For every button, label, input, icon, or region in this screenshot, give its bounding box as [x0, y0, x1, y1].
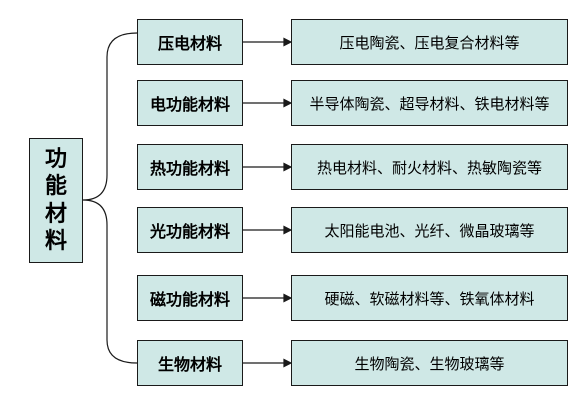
category-box-thermal: 热功能材料	[137, 144, 243, 190]
root-box: 功 能 材 料	[29, 138, 83, 263]
examples-box-thermal: 热电材料、耐火材料、热敏陶瓷等	[291, 144, 568, 190]
category-box-magnetic: 磁功能材料	[137, 275, 243, 321]
category-box-biological: 生物材料	[137, 340, 243, 386]
category-box-electrical: 电功能材料	[137, 80, 243, 126]
brace-connector	[82, 32, 138, 364]
root-char-1: 功	[44, 146, 67, 172]
examples-box-magnetic: 硬磁、软磁材料等、铁氧体材料	[291, 275, 568, 321]
examples-box-electrical: 半导体陶瓷、超导材料、铁电材料等	[291, 80, 568, 126]
root-char-4: 料	[44, 229, 67, 254]
root-char-3: 材	[44, 201, 67, 227]
category-box-piezoelectric: 压电材料	[137, 19, 243, 65]
examples-box-optical: 太阳能电池、光纤、微晶玻璃等	[291, 207, 568, 253]
examples-box-biological: 生物陶瓷、生物玻璃等	[291, 340, 568, 386]
category-box-optical: 光功能材料	[137, 207, 243, 253]
root-char-2: 能	[44, 174, 67, 199]
examples-box-piezoelectric: 压电陶瓷、压电复合材料等	[291, 19, 568, 65]
